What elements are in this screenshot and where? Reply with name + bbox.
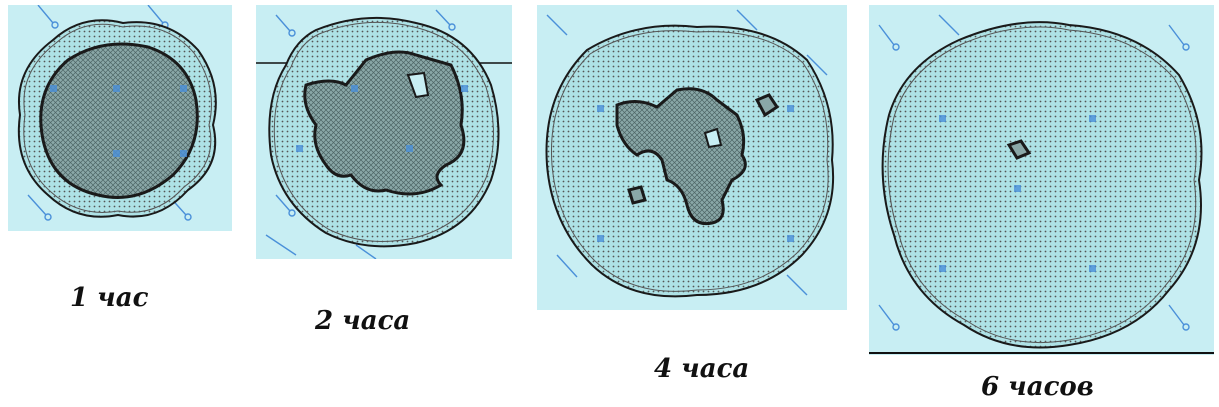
- panel-6-hours: [869, 5, 1214, 355]
- panel-1-illustration: [8, 5, 232, 231]
- panel-2-hours: [256, 5, 512, 259]
- caption-panel-1: 1 час: [70, 283, 148, 313]
- caption-panel-3: 4 часа: [654, 354, 749, 384]
- panel-2-illustration: [256, 5, 512, 259]
- panel-4-illustration: [537, 5, 847, 310]
- core-zone: [41, 44, 198, 198]
- caption-panel-4: 6 часов: [981, 372, 1094, 402]
- panel-4-hours: [537, 5, 847, 310]
- panel-1-hour: [8, 5, 232, 231]
- caption-panel-2: 2 часа: [315, 306, 410, 336]
- panel-6-illustration: [869, 5, 1214, 355]
